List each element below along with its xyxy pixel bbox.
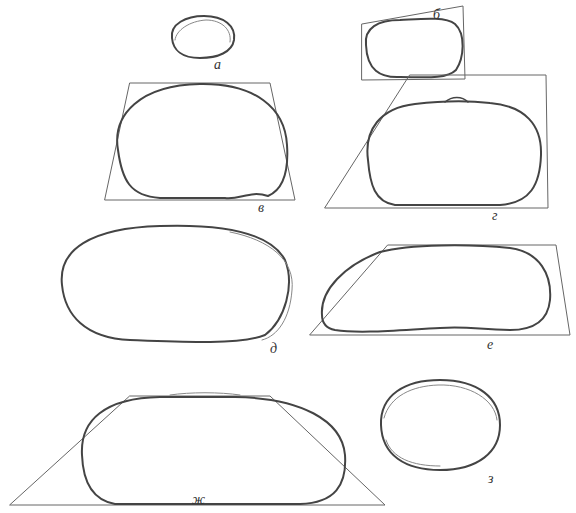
- figure-letter: а: [214, 58, 221, 72]
- section-g: [325, 75, 548, 208]
- section-e: [310, 245, 570, 335]
- figure-letter: ж: [192, 493, 205, 507]
- figure-letter: е: [487, 338, 493, 352]
- section-z: [381, 380, 500, 470]
- section-v: [105, 83, 295, 200]
- section-b: [362, 6, 465, 80]
- figure-letter: б: [433, 8, 440, 22]
- section-zh: [10, 393, 385, 505]
- figure-letter: з: [488, 472, 493, 486]
- section-d: [62, 226, 293, 342]
- figure-letter: в: [258, 201, 264, 215]
- figure-letter: г: [492, 209, 497, 223]
- section-a: [172, 16, 234, 58]
- figure-letter: д: [270, 342, 277, 356]
